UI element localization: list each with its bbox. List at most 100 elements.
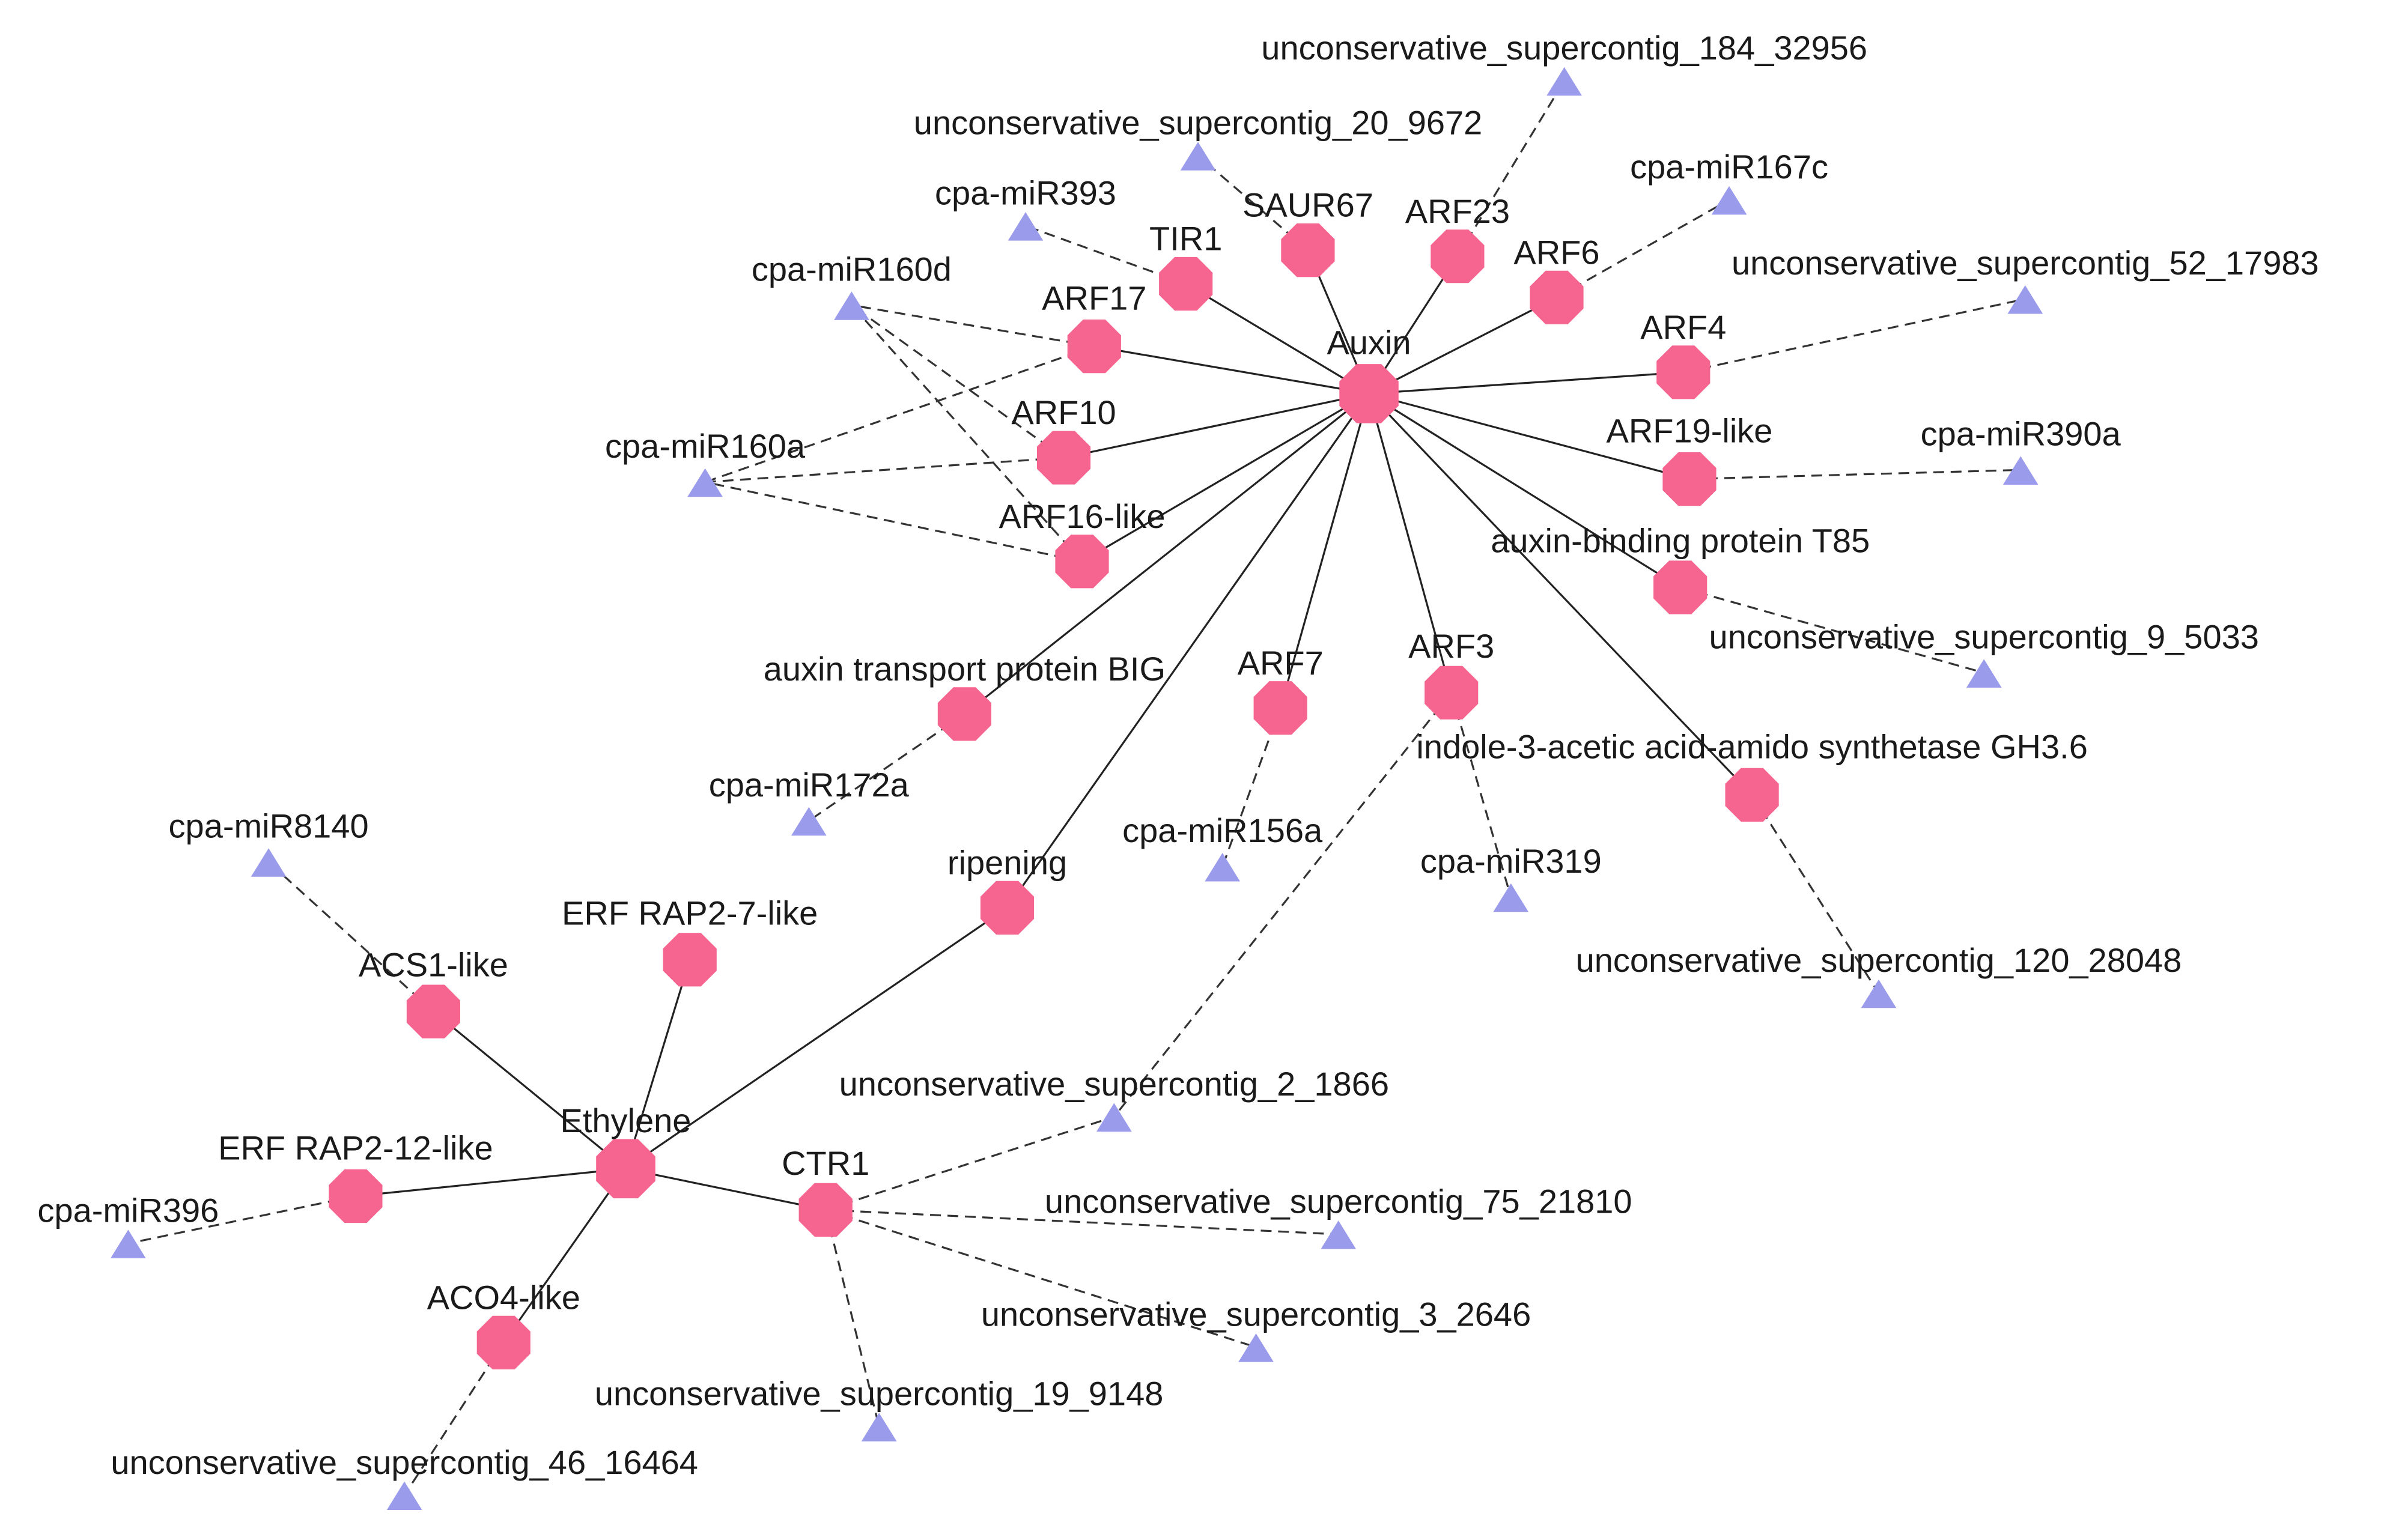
- hub-node-ethylene[interactable]: [596, 1139, 655, 1199]
- mirna-label-cpa-mir167c: cpa-miR167c: [1630, 148, 1828, 186]
- gene-label-auxin-binding-protein-t85: auxin-binding protein T85: [1491, 522, 1870, 560]
- gene-node-auxin-binding-protein-t85[interactable]: [1653, 560, 1707, 614]
- gene-node-saur67[interactable]: [1281, 223, 1335, 277]
- mirna-label-unconservative-supercontig-20-9672: unconservative_supercontig_20_9672: [914, 104, 1482, 142]
- mirna-label-cpa-mir172a: cpa-miR172a: [709, 766, 910, 804]
- edges-layer: [128, 80, 2026, 1496]
- gene-node-arf23[interactable]: [1431, 229, 1485, 283]
- gene-label-arf4: ARF4: [1640, 308, 1726, 346]
- edge-ethylene-to-ripening: [625, 907, 1008, 1170]
- gene-node-ctr1[interactable]: [798, 1183, 853, 1237]
- edge-auxin-to-auxin-transport-protein-big: [964, 393, 1370, 715]
- edge-auxin-to-indole-3-acetic-acid-amido-synthetase-gh3-6: [1368, 393, 1753, 796]
- edge-ctr1-to-unconservative-supercontig-2-1866: [825, 1115, 1114, 1211]
- edge-ethylene-to-ctr1: [625, 1168, 826, 1211]
- gene-node-arf7[interactable]: [1253, 681, 1307, 735]
- edge-arf4-to-unconservative-supercontig-52-17983: [1683, 298, 2026, 374]
- edge-arf10-to-cpa-mir160a: [705, 456, 1064, 484]
- mirna-label-unconservative-supercontig-120-28048: unconservative_supercontig_120_28048: [1576, 941, 2182, 979]
- gene-node-arf16-like[interactable]: [1055, 535, 1109, 589]
- gene-node-arf3[interactable]: [1425, 665, 1479, 720]
- gene-node-erf-rap2-12-like[interactable]: [329, 1169, 383, 1223]
- gene-label-arf16-like: ARF16-like: [999, 497, 1166, 535]
- hub-node-auxin[interactable]: [1339, 364, 1399, 423]
- mirna-label-cpa-mir160a: cpa-miR160a: [605, 427, 806, 465]
- mirna-node-cpa-mir319[interactable]: [1493, 883, 1529, 912]
- mirna-node-cpa-mir8140[interactable]: [251, 848, 287, 877]
- mirna-node-unconservative-supercontig-46-16464[interactable]: [386, 1481, 422, 1511]
- gene-node-tir1[interactable]: [1159, 256, 1213, 311]
- edge-ethylene-to-aco4-like: [502, 1168, 627, 1344]
- gene-node-arf19-like[interactable]: [1662, 452, 1716, 506]
- edge-indole-3-acetic-acid-amido-synthetase-gh3-6-to-unconservative-supercontig-120-28048: [1751, 794, 1880, 994]
- gene-label-ripening: ripening: [947, 844, 1067, 882]
- edge-arf6-to-cpa-mir167c: [1556, 199, 1730, 299]
- nodes-layer: [111, 67, 2043, 1510]
- mirna-label-unconservative-supercontig-3-2646: unconservative_supercontig_3_2646: [981, 1295, 1531, 1333]
- mirna-node-cpa-mir160d[interactable]: [834, 291, 869, 320]
- gene-node-arf6[interactable]: [1530, 270, 1584, 324]
- gene-label-tir1: TIR1: [1149, 220, 1222, 258]
- gene-node-arf4[interactable]: [1656, 345, 1710, 399]
- hub-label-auxin: Auxin: [1327, 323, 1411, 361]
- mirna-label-cpa-mir390a: cpa-miR390a: [1921, 415, 2121, 453]
- edge-auxin-to-arf4: [1369, 371, 1683, 395]
- gene-node-ripening[interactable]: [980, 881, 1035, 935]
- edge-aco4-like-to-unconservative-supercontig-46-16464: [403, 1342, 505, 1496]
- mirna-node-unconservative-supercontig-75-21810[interactable]: [1321, 1220, 1357, 1249]
- mirna-node-unconservative-supercontig-2-1866[interactable]: [1096, 1103, 1132, 1132]
- edge-arf17-to-cpa-mir160d: [851, 304, 1095, 348]
- mirna-node-unconservative-supercontig-52-17983[interactable]: [2007, 285, 2043, 314]
- gene-label-erf-rap2-7-like: ERF RAP2-7-like: [562, 894, 818, 932]
- gene-node-arf10[interactable]: [1036, 431, 1091, 485]
- mirna-node-cpa-mir167c[interactable]: [1711, 186, 1747, 215]
- gene-label-saur67: SAUR67: [1242, 186, 1373, 224]
- gene-node-indole-3-acetic-acid-amido-synthetase-gh3-6[interactable]: [1725, 768, 1779, 822]
- mirna-label-unconservative-supercontig-9-5033: unconservative_supercontig_9_5033: [1709, 618, 2259, 656]
- mirna-node-unconservative-supercontig-3-2646[interactable]: [1238, 1333, 1274, 1362]
- mirna-label-unconservative-supercontig-75-21810: unconservative_supercontig_75_21810: [1045, 1182, 1632, 1220]
- gene-node-acs1-like[interactable]: [406, 984, 460, 1038]
- edge-ctr1-to-unconservative-supercontig-19-9148: [824, 1209, 880, 1427]
- edge-auxin-binding-protein-t85-to-unconservative-supercontig-9-5033: [1680, 586, 1984, 674]
- mirna-label-unconservative-supercontig-52-17983: unconservative_supercontig_52_17983: [1732, 244, 2319, 282]
- mirna-node-unconservative-supercontig-184-32956[interactable]: [1546, 67, 1582, 96]
- gene-label-erf-rap2-12-like: ERF RAP2-12-like: [218, 1129, 493, 1167]
- mirna-label-cpa-mir160d: cpa-miR160d: [752, 250, 952, 288]
- mirna-node-cpa-mir393[interactable]: [1008, 212, 1044, 241]
- gene-node-aco4-like[interactable]: [476, 1315, 531, 1369]
- mirna-label-cpa-mir393: cpa-miR393: [935, 174, 1116, 211]
- mirna-label-cpa-mir319: cpa-miR319: [1420, 842, 1602, 880]
- mirna-node-cpa-mir156a[interactable]: [1205, 853, 1240, 882]
- edge-arf10-to-cpa-mir160d: [851, 304, 1065, 459]
- gene-node-auxin-transport-protein-big[interactable]: [937, 687, 991, 741]
- edge-auxin-to-ripening: [1006, 393, 1370, 909]
- gene-node-arf17[interactable]: [1067, 320, 1121, 374]
- edge-auxin-to-arf10: [1063, 392, 1369, 459]
- edge-arf16-like-to-cpa-mir160d: [851, 304, 1083, 562]
- gene-node-erf-rap2-7-like[interactable]: [663, 933, 717, 987]
- edge-ctr1-to-unconservative-supercontig-3-2646: [825, 1208, 1257, 1348]
- edge-arf19-like-to-cpa-mir390a: [1689, 468, 2021, 480]
- edge-ethylene-to-erf-rap2-12-like: [355, 1168, 626, 1198]
- mirna-node-cpa-mir390a[interactable]: [2002, 456, 2039, 485]
- gene-label-indole-3-acetic-acid-amido-synthetase-gh3-6: indole-3-acetic acid-amido synthetase GH…: [1416, 727, 2087, 765]
- gene-label-acs1-like: ACS1-like: [359, 946, 508, 984]
- edge-auxin-to-arf6: [1368, 296, 1557, 395]
- mirna-node-unconservative-supercontig-120-28048[interactable]: [1861, 979, 1897, 1008]
- gene-label-arf3: ARF3: [1408, 627, 1494, 665]
- gene-label-ctr1: CTR1: [782, 1144, 869, 1182]
- mirna-node-cpa-mir396[interactable]: [111, 1229, 146, 1258]
- hub-label-ethylene: Ethylene: [561, 1102, 692, 1139]
- edge-auxin-to-arf16-like: [1081, 392, 1370, 563]
- mirna-node-unconservative-supercontig-19-9148[interactable]: [861, 1413, 897, 1441]
- gene-label-arf7: ARF7: [1238, 644, 1324, 682]
- mirna-node-unconservative-supercontig-9-5033[interactable]: [1966, 659, 2002, 688]
- mirna-node-cpa-mir172a[interactable]: [791, 807, 827, 836]
- edge-arf3-to-unconservative-supercontig-2-1866: [1113, 692, 1452, 1118]
- mirna-node-unconservative-supercontig-20-9672[interactable]: [1180, 142, 1216, 171]
- mirna-label-unconservative-supercontig-2-1866: unconservative_supercontig_2_1866: [839, 1065, 1389, 1103]
- gene-label-auxin-transport-protein-big: auxin transport protein BIG: [764, 650, 1166, 688]
- mirna-node-cpa-mir160a[interactable]: [687, 468, 723, 497]
